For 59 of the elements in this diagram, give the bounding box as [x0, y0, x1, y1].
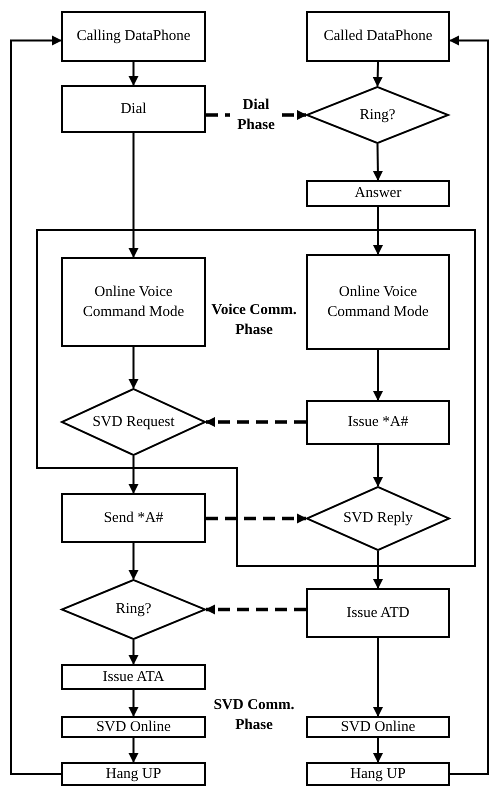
arrow [373, 738, 383, 763]
node-text: Hang UP [350, 764, 406, 784]
phase-label: SVD Comm. Phase [212, 696, 296, 736]
arrow [373, 445, 383, 487]
decision-diamond [306, 486, 450, 551]
arrow [373, 350, 383, 401]
phase-label: Voice Comm. Phase [210, 301, 298, 340]
node-text: SVD Reply [343, 509, 413, 528]
node-text: Issue ATD [346, 604, 410, 623]
node-text: SVD Online [340, 718, 416, 737]
node-text: Online Voice Command Mode [326, 282, 430, 322]
node-text: Answer [354, 184, 402, 204]
arrow [128, 347, 138, 389]
arrow [373, 551, 383, 589]
arrow [372, 62, 383, 87]
arrow [128, 690, 138, 717]
process-box [306, 716, 450, 738]
process-box [306, 762, 450, 786]
node-text: Dial [120, 100, 146, 119]
process-box [306, 400, 450, 445]
process-box [306, 180, 450, 207]
node-text: Send *A# [104, 508, 164, 528]
process-box [306, 254, 450, 350]
process-box [306, 588, 450, 638]
node-text: Called DataPhone [324, 27, 432, 46]
arrow [10, 36, 62, 775]
arrow [128, 543, 138, 580]
decision-diamond [61, 388, 206, 456]
process-box [61, 85, 206, 133]
process-box [61, 716, 206, 738]
node-text: Issue ATA [102, 668, 164, 687]
arrow [373, 638, 383, 717]
arrow [128, 456, 138, 494]
process-box [306, 11, 450, 62]
arrow [372, 144, 383, 181]
node-text: Online Voice Command Mode [82, 282, 186, 322]
dashed-arrow [205, 417, 306, 427]
arrow [449, 36, 489, 775]
node-text: Issue *A# [348, 413, 408, 432]
arrow [373, 207, 383, 255]
node-text: Calling DataPhone [76, 27, 190, 46]
process-box [61, 493, 206, 543]
process-box [61, 762, 206, 786]
dashed-arrow [205, 604, 306, 614]
dashed-arrow [206, 514, 307, 524]
node-text: SVD Online [96, 718, 171, 737]
process-box [61, 664, 206, 690]
node-text: Ring? [360, 106, 396, 125]
node-text: Hang UP [106, 764, 162, 784]
process-box [61, 11, 206, 62]
node-text: Ring? [116, 600, 152, 620]
decision-diamond [61, 579, 206, 640]
arrow [128, 640, 138, 665]
arrow [128, 62, 138, 86]
arrow [128, 738, 138, 763]
arrow [128, 133, 138, 258]
decision-diamond [306, 86, 449, 144]
node-text: SVD Request [92, 412, 175, 432]
process-box [61, 257, 206, 347]
